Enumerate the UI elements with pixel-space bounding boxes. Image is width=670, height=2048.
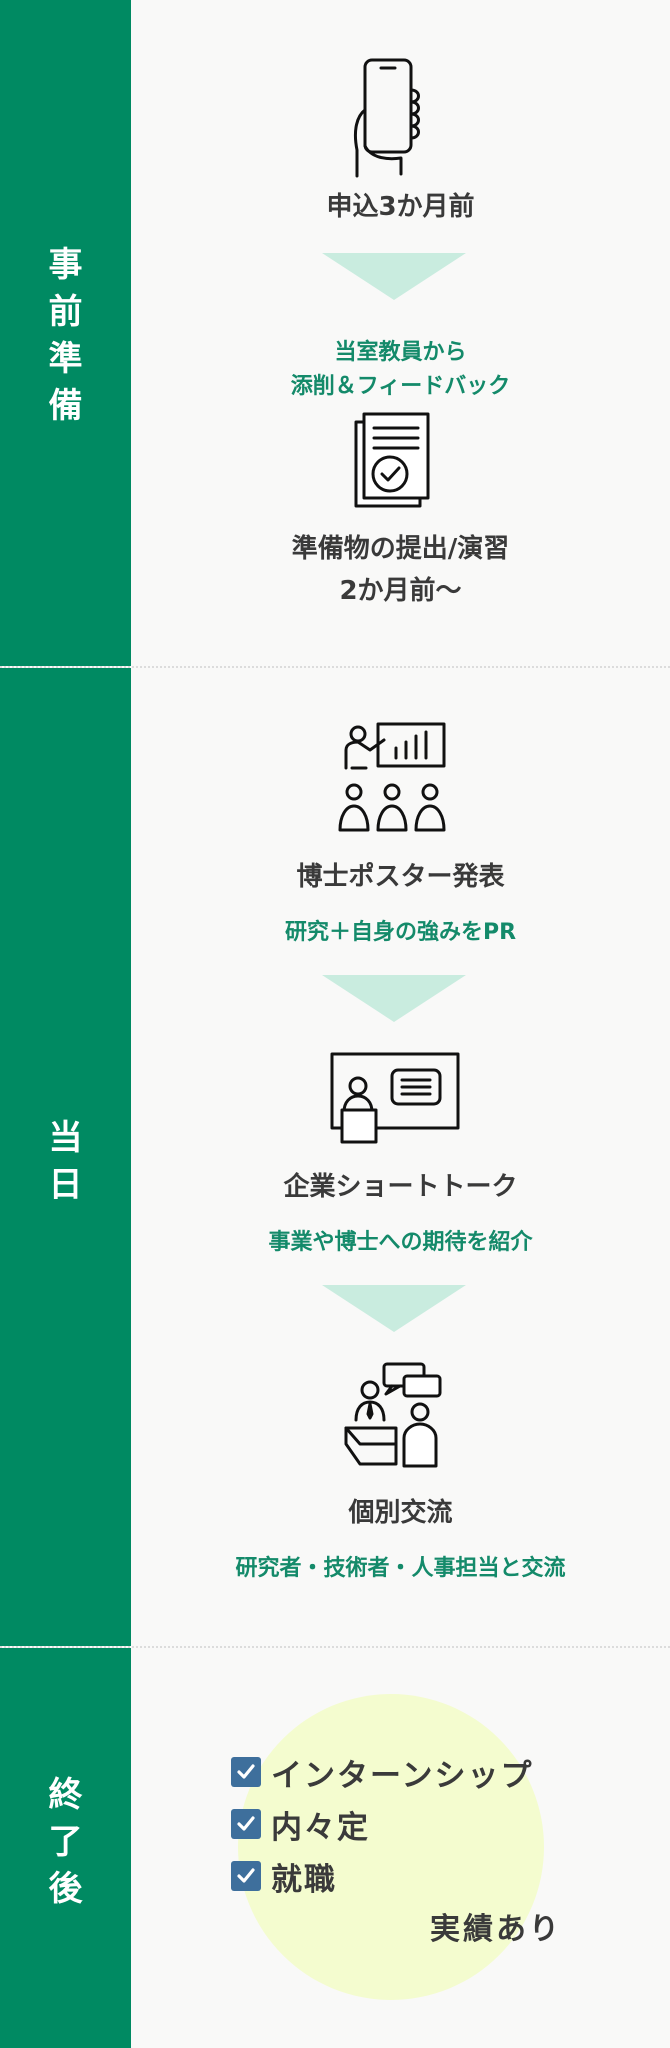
document-check-icon [354,412,430,508]
flow-arrow-3 [322,1285,466,1332]
conversation-icon [344,1362,442,1468]
sidebar-after [0,1648,131,2048]
divider-2 [0,1646,670,1648]
section-label-day-text: 当日 [48,1118,83,1205]
after-item-offer: 内々定 [231,1804,370,1846]
prep-step2-line1: 準備物の提出/演習 [291,534,510,564]
after-item-label: 内々定 [271,1809,370,1846]
highlight-circle [238,1694,544,2000]
after-item-internship: インターンシップ [231,1752,534,1794]
checkmark-icon [231,1809,261,1839]
after-item-employment: 就職 [231,1856,337,1898]
section-label-day: 当日 [0,1115,131,1209]
prep-feedback-line1: 当室教員から [334,340,467,365]
prep-feedback-line2: 添削＆フィードバック [290,374,511,399]
section-label-after: 終了後 [0,1772,131,1913]
day-exchange-sub: 研究者・技術者・人事担当と交流 [235,1556,566,1581]
smartphone-hand-icon [353,58,420,178]
day-poster-title: 博士ポスター発表 [296,862,505,892]
flow-arrow-2 [322,975,466,1022]
checkmark-icon [231,1757,261,1787]
checkmark-icon [231,1861,261,1891]
after-item-label: 就職 [271,1861,337,1898]
section-label-prep: 事前準備 [0,242,131,430]
day-talk-sub: 事業や博士への期待を紹介 [268,1230,533,1255]
divider-1 [0,666,670,668]
flow-arrow-1 [322,253,466,300]
prep-step1-title: 申込3か月前 [326,192,475,222]
day-poster-sub: 研究＋自身の強みをPR [284,920,517,945]
day-talk-title: 企業ショートトーク [283,1172,518,1202]
sidebar-day [0,668,131,1646]
prep-step2-line2: 2か月前〜 [339,576,462,606]
after-item-label: インターンシップ [271,1757,534,1794]
presentation-audience-icon [338,722,446,832]
day-exchange-title: 個別交流 [348,1498,453,1528]
sidebar-prep [0,0,131,666]
section-label-prep-text: 事前準備 [48,245,83,426]
after-result: 実績あり [430,1912,562,1947]
section-label-after-text: 終了後 [48,1775,83,1909]
speaker-screen-icon [330,1052,460,1144]
